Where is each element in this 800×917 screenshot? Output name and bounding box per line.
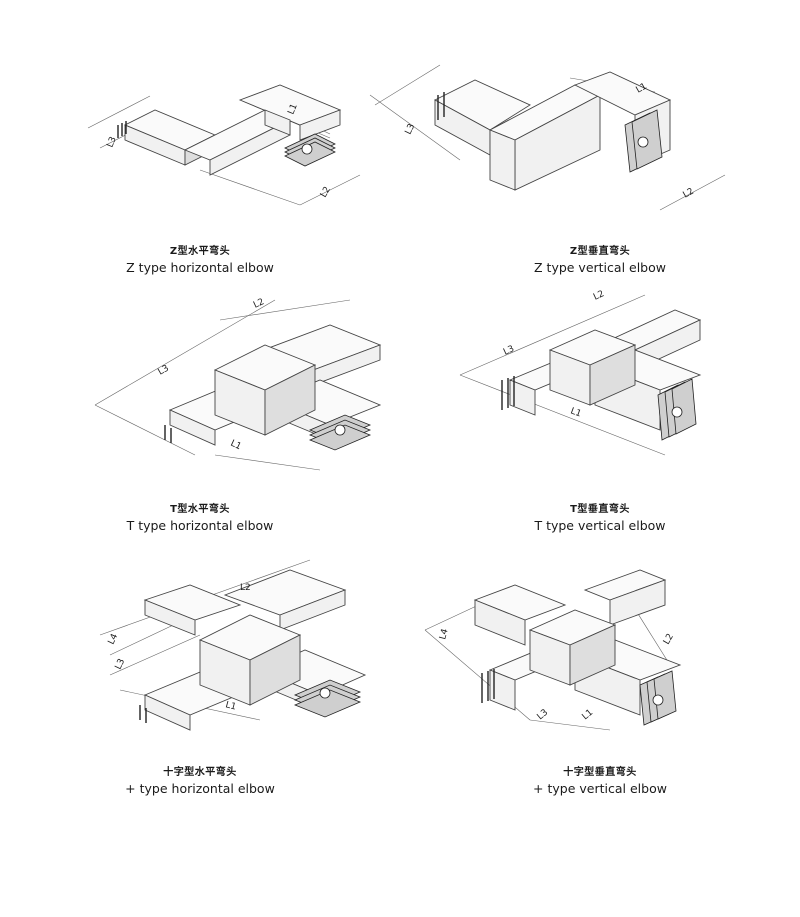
dim-label-l3: L3	[157, 364, 171, 378]
dim-label-l3: L3	[502, 344, 516, 358]
bolt-icon	[652, 694, 664, 706]
caption-cn: Z型水平弯头	[169, 246, 231, 257]
cross-vertical-elbow-drawing: L4 L2 L3 L1	[424, 569, 682, 731]
dim-label-l4: L4	[107, 632, 121, 646]
bolt-icon	[334, 424, 346, 436]
caption-en: T type vertical elbow	[534, 518, 666, 533]
dim-label-l2: L2	[240, 583, 251, 593]
caption-cn: 十字型垂直弯头	[563, 767, 637, 778]
z-vertical-elbow-drawing: L1 L2 L3	[369, 64, 726, 211]
dim-label-l4: L4	[438, 628, 451, 641]
panel-cross-vertical: L4 L2 L3 L1 十字型垂直弯头 + type vertical elbo…	[400, 545, 800, 805]
dim-label-l2: L2	[662, 632, 676, 646]
dim-label-l2: L2	[592, 289, 606, 303]
dim-label-l3: L3	[404, 122, 418, 136]
panel-z-horizontal: L1 L2 L3 Z型水平弯头 Z type horizontal elbow	[0, 0, 400, 300]
z-horizontal-elbow-drawing: L1 L2 L3	[87, 84, 361, 206]
caption-en: Z type vertical elbow	[534, 260, 666, 275]
panel-t-vertical: L2 L3 L1 T型垂直弯头 T type vertical elbow	[400, 280, 800, 540]
dim-label-l1: L1	[635, 82, 649, 96]
dim-label-l1: L1	[569, 406, 583, 419]
caption-en: + type horizontal elbow	[125, 781, 275, 796]
dim-label-l2: L2	[252, 297, 266, 311]
caption-en: Z type horizontal elbow	[126, 260, 274, 275]
caption-cn: T型垂直弯头	[570, 504, 630, 515]
bolt-icon	[671, 406, 683, 418]
dim-label-l2: L2	[319, 185, 333, 199]
caption-cn: 十字型水平弯头	[163, 767, 237, 778]
t-vertical-elbow-drawing: L2 L3 L1	[459, 289, 702, 456]
dim-label-l2: L2	[682, 187, 696, 201]
bolt-icon	[319, 687, 331, 699]
dim-label-l3: L3	[536, 708, 551, 723]
caption: Z型水平弯头 Z type horizontal elbow	[0, 242, 400, 275]
caption: 十字型垂直弯头 + type vertical elbow	[400, 763, 800, 796]
caption: T型垂直弯头 T type vertical elbow	[400, 500, 800, 533]
panel-cross-horizontal: L2 L4 L3 L1 十字型水平弯头 + type horizontal el…	[0, 545, 400, 805]
caption-en: T type horizontal elbow	[126, 518, 274, 533]
caption-en: + type vertical elbow	[533, 781, 667, 796]
bolt-icon	[301, 143, 313, 155]
dim-label-l3: L3	[106, 135, 119, 149]
dim-label-l1: L1	[581, 708, 596, 723]
dim-label-l1: L1	[224, 700, 237, 712]
caption: Z型垂直弯头 Z type vertical elbow	[400, 242, 800, 275]
panel-z-vertical: L1 L2 L3 Z型垂直弯头 Z type vertical elbow	[369, 0, 800, 300]
panel-t-horizontal: L2 L3 L1 T型水平弯头 T type horizontal elbow	[0, 280, 400, 540]
dim-label-l3: L3	[114, 657, 128, 671]
caption-cn: T型水平弯头	[170, 504, 230, 515]
cross-horizontal-elbow-drawing: L2 L4 L3 L1	[99, 559, 367, 731]
caption: 十字型水平弯头 + type horizontal elbow	[0, 763, 400, 796]
dim-label-l1: L1	[229, 439, 243, 453]
bolt-icon	[637, 136, 649, 148]
caption-cn: Z型垂直弯头	[569, 246, 631, 257]
t-horizontal-elbow-drawing: L2 L3 L1	[94, 297, 382, 471]
dim-label-l1: L1	[287, 102, 300, 116]
caption: T型水平弯头 T type horizontal elbow	[0, 500, 400, 533]
